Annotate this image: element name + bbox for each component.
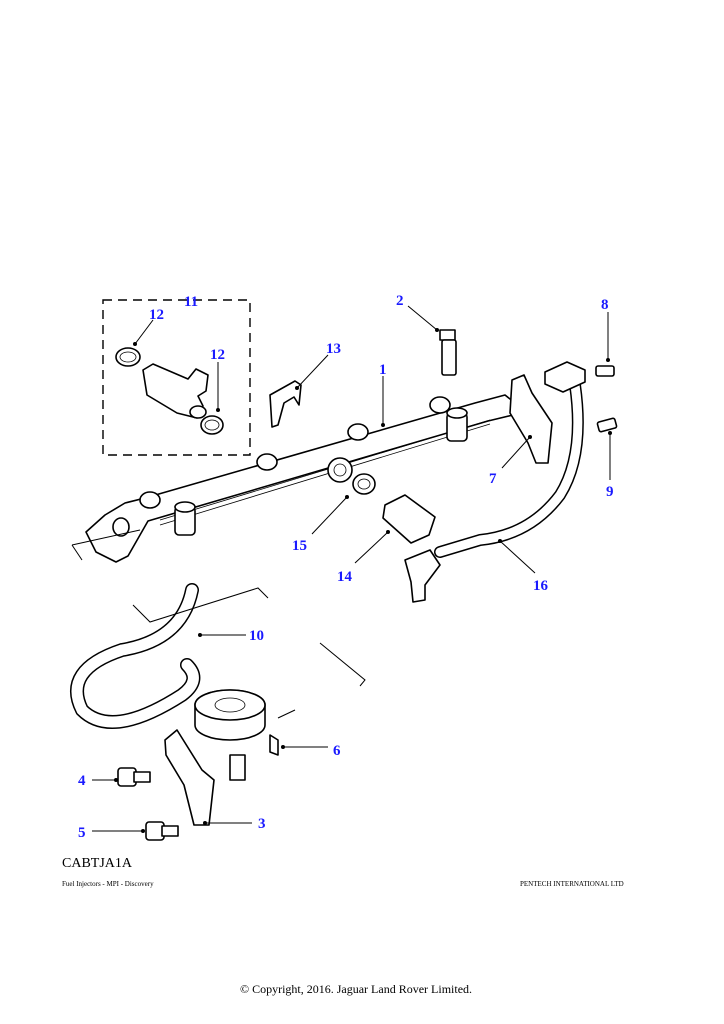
copyright: © Copyright, 2016. Jaguar Land Rover Lim… [239,982,473,996]
screw-part [596,417,618,433]
callout-6: 6 [333,743,341,759]
callout-1: 1 [379,362,387,378]
callout-8: 8 [601,297,609,313]
injector-kit-box [102,299,251,456]
reference-code: CABTJA1A [62,856,133,871]
callout-12: 12 [149,307,164,323]
leader-lines [92,305,612,833]
callout-3: 3 [258,816,266,832]
callout-7: 7 [489,471,497,487]
callout-12: 12 [210,347,225,363]
callout-16: 16 [533,578,549,594]
callout-10: 10 [249,628,264,644]
clip-part [269,380,302,428]
bracket-part [164,729,215,826]
diagram-title: Fuel Injectors - MPI - Discovery [62,880,154,888]
publisher: PENTECH INTERNATIONAL LTD [520,880,624,888]
callout-14: 14 [337,569,353,585]
sensor-part [382,494,436,544]
bracket-part [509,374,553,464]
injector-part [115,347,224,435]
callout-4: 4 [78,773,86,789]
callout-11: 11 [184,294,198,310]
callout-15: 15 [292,538,307,554]
callout-9: 9 [606,484,614,500]
bolt-part [439,329,457,376]
screw-part [595,365,615,377]
callout-13: 13 [326,341,341,357]
pressure-regulator-part [194,689,279,781]
callout-5: 5 [78,825,86,841]
fuel-rail-part [71,394,516,563]
callout-2: 2 [396,293,404,309]
